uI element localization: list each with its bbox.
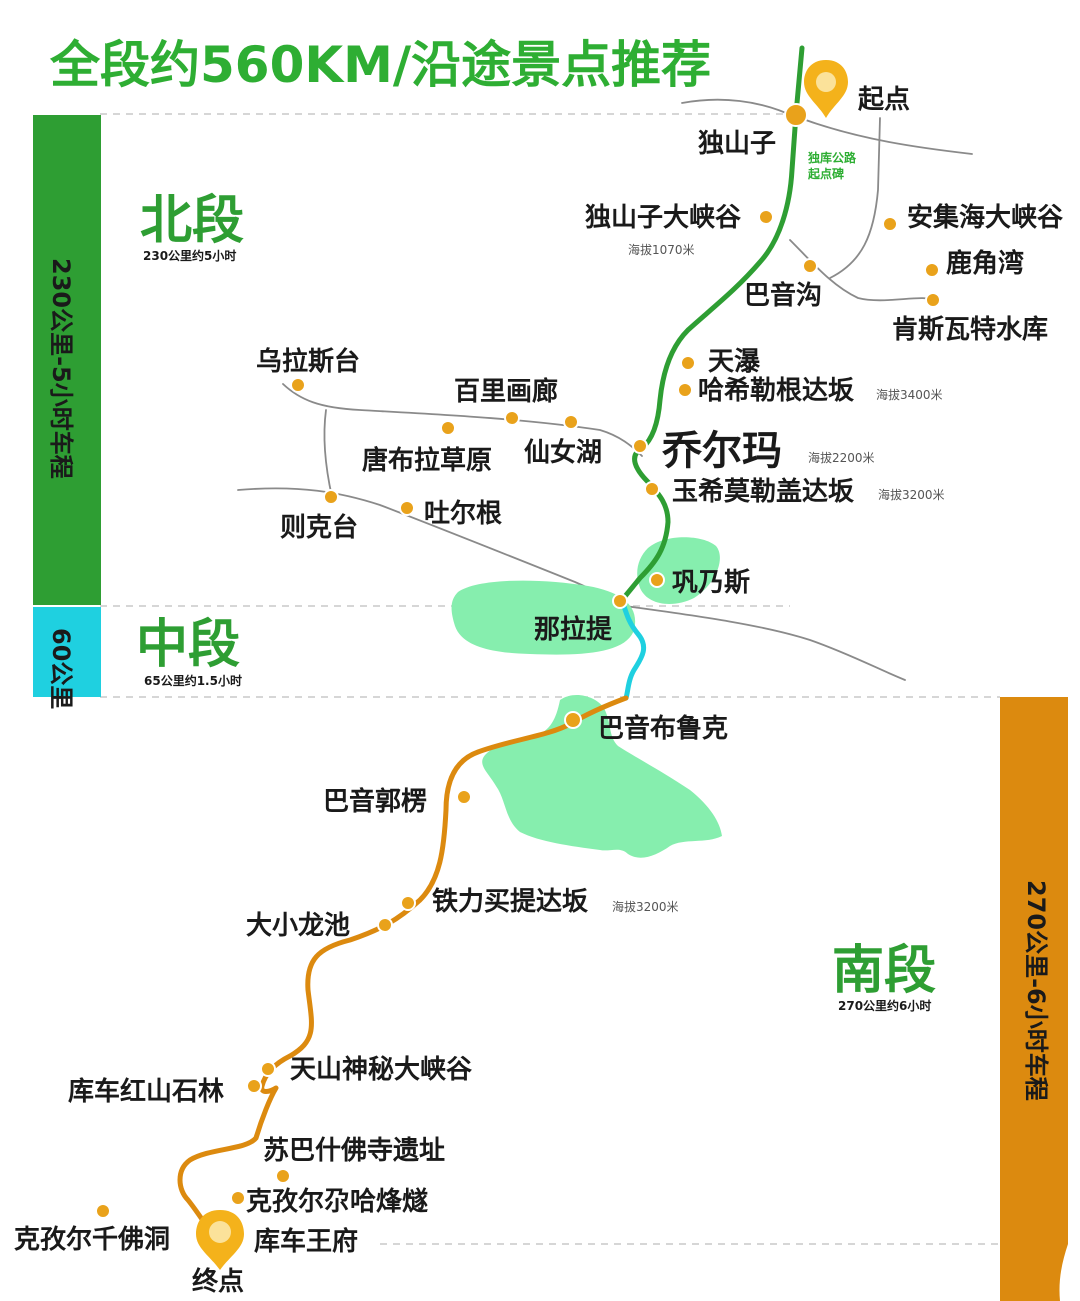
label-yuximolegai: 玉希莫勒盖达坂	[672, 476, 855, 507]
north-sub: 230公里约5小时	[143, 248, 236, 263]
label-start: 起点	[858, 84, 910, 115]
label-monument-2: 起点碑	[807, 166, 844, 181]
dot-qiaorma	[632, 438, 648, 454]
dot-wulasitai	[290, 377, 306, 393]
alt-qiaorma: 海拔2200米	[808, 450, 875, 465]
label-tianshan-canyon: 天山神秘大峡谷	[290, 1054, 473, 1085]
route-middle	[619, 597, 647, 701]
label-daxiaolongchi: 大小龙池	[246, 911, 350, 941]
dot-haxilegen	[677, 382, 693, 398]
nalati-grassland	[451, 580, 636, 655]
dot-tianshan-canyon	[260, 1061, 276, 1077]
dot-subashi	[275, 1168, 291, 1184]
label-kuche-wangfu: 库车王府	[254, 1226, 358, 1257]
dot-dushanzi	[784, 103, 808, 127]
label-subashi: 苏巴什佛寺遗址	[263, 1136, 445, 1166]
label-bayingou: 巴音沟	[744, 280, 822, 311]
dot-dushanzi-canyon	[758, 209, 774, 225]
label-bayinbuluke: 巴音布鲁克	[598, 713, 728, 744]
end-pin	[196, 1210, 244, 1270]
north-bar-label: 230公里-5小时车程	[47, 258, 75, 479]
dot-tianpu	[680, 355, 696, 371]
dot-bayinguoleng	[456, 789, 472, 805]
label-bayinguoleng: 巴音郭楞	[323, 786, 427, 817]
label-wulasitai: 乌拉斯台	[256, 346, 360, 377]
dot-bayingou	[802, 258, 818, 274]
dot-daxiaolongchi	[377, 917, 393, 933]
label-bailihualang: 百里画廊	[454, 376, 558, 407]
label-kezier-qianfodong: 克孜尔千佛洞	[14, 1224, 170, 1255]
dot-anjihai	[882, 216, 898, 232]
dot-kezier-qianfodong	[95, 1203, 111, 1219]
start-pin	[804, 60, 848, 118]
dot-tielimaiti	[400, 895, 416, 911]
label-tuergen: 吐尔根	[424, 498, 502, 529]
road-tangbula	[282, 383, 643, 457]
middle-heading: 中段	[136, 615, 240, 675]
label-zeketai: 则克台	[280, 512, 358, 543]
north-heading: 北段	[140, 191, 244, 251]
label-tielimaiti: 铁力买提达坂	[432, 886, 589, 917]
label-haxilegen: 哈希勒根达坂	[698, 375, 855, 406]
label-kuche-hongshan: 库车红山石林	[68, 1076, 224, 1107]
dot-nalati	[612, 593, 628, 609]
label-gongnaisi: 巩乃斯	[672, 568, 750, 598]
south-sub: 270公里约6小时	[838, 998, 931, 1013]
dot-zeketai	[323, 489, 339, 505]
section-dividers	[100, 113, 1000, 1245]
label-dushanzi: 独山子	[698, 129, 776, 159]
place-labels: 起点 独山子 独库公路 起点碑 独山子大峡谷 海拔1070米 安集海大峡谷 鹿角…	[14, 84, 1064, 1297]
label-end: 终点	[192, 1266, 244, 1297]
dot-tangbula	[440, 420, 456, 436]
road-east-dushanzi	[799, 117, 973, 155]
south-bar	[1000, 697, 1068, 1301]
road-zeketai-link	[323, 409, 333, 498]
road-anjihai	[829, 117, 881, 279]
dot-bayinbuluke	[564, 711, 582, 729]
road-east-nalati	[624, 605, 906, 681]
route-north	[619, 45, 805, 603]
label-tangbula: 唐布拉草原	[362, 445, 492, 476]
label-dushanzi-canyon: 独山子大峡谷	[585, 203, 742, 233]
dot-bailihualang	[504, 410, 520, 426]
label-lujiaowan: 鹿角湾	[946, 248, 1024, 279]
south-heading: 南段	[832, 941, 936, 1001]
alt-yuximolegai: 海拔3200米	[878, 487, 945, 502]
alt-dushanzi-canyon: 海拔1070米	[628, 242, 695, 257]
label-nalati: 那拉提	[534, 614, 613, 645]
middle-sub: 65公里约1.5小时	[144, 673, 242, 688]
south-bar-label: 270公里-6小时车程	[1022, 880, 1050, 1101]
middle-bar-label: 60公里	[47, 628, 75, 709]
dot-kezier-fengsui	[230, 1190, 246, 1206]
alt-tielimaiti: 海拔3200米	[612, 899, 679, 914]
dot-lujiaowan	[924, 262, 940, 278]
road-west-dushanzi	[681, 98, 796, 118]
label-monument-1: 独库公路	[807, 150, 857, 165]
dot-gongnaisi	[649, 572, 665, 588]
place-dots	[95, 103, 941, 1219]
middle-bar	[33, 607, 101, 697]
label-kezier-fengsui: 克孜尔尕哈烽燧	[246, 1186, 428, 1217]
north-bar	[33, 115, 101, 605]
route-south	[177, 695, 629, 1237]
dot-tuergen	[399, 500, 415, 516]
dot-kuche-hongshan	[246, 1078, 262, 1094]
label-qiaorma: 乔尔玛	[662, 428, 782, 474]
label-tianpu: 天瀑	[708, 347, 761, 377]
dot-xiannvhu	[563, 414, 579, 430]
dot-yuximolegai	[644, 481, 660, 497]
label-anjihai: 安集海大峡谷	[907, 202, 1064, 233]
dot-kensiwate	[925, 292, 941, 308]
label-kensiwate: 肯斯瓦特水库	[892, 314, 1048, 345]
page-title: 全段约560KM/沿途景点推荐	[49, 36, 711, 94]
label-xiannvhu: 仙女湖	[524, 437, 602, 468]
alt-haxilegen: 海拔3400米	[876, 387, 943, 402]
